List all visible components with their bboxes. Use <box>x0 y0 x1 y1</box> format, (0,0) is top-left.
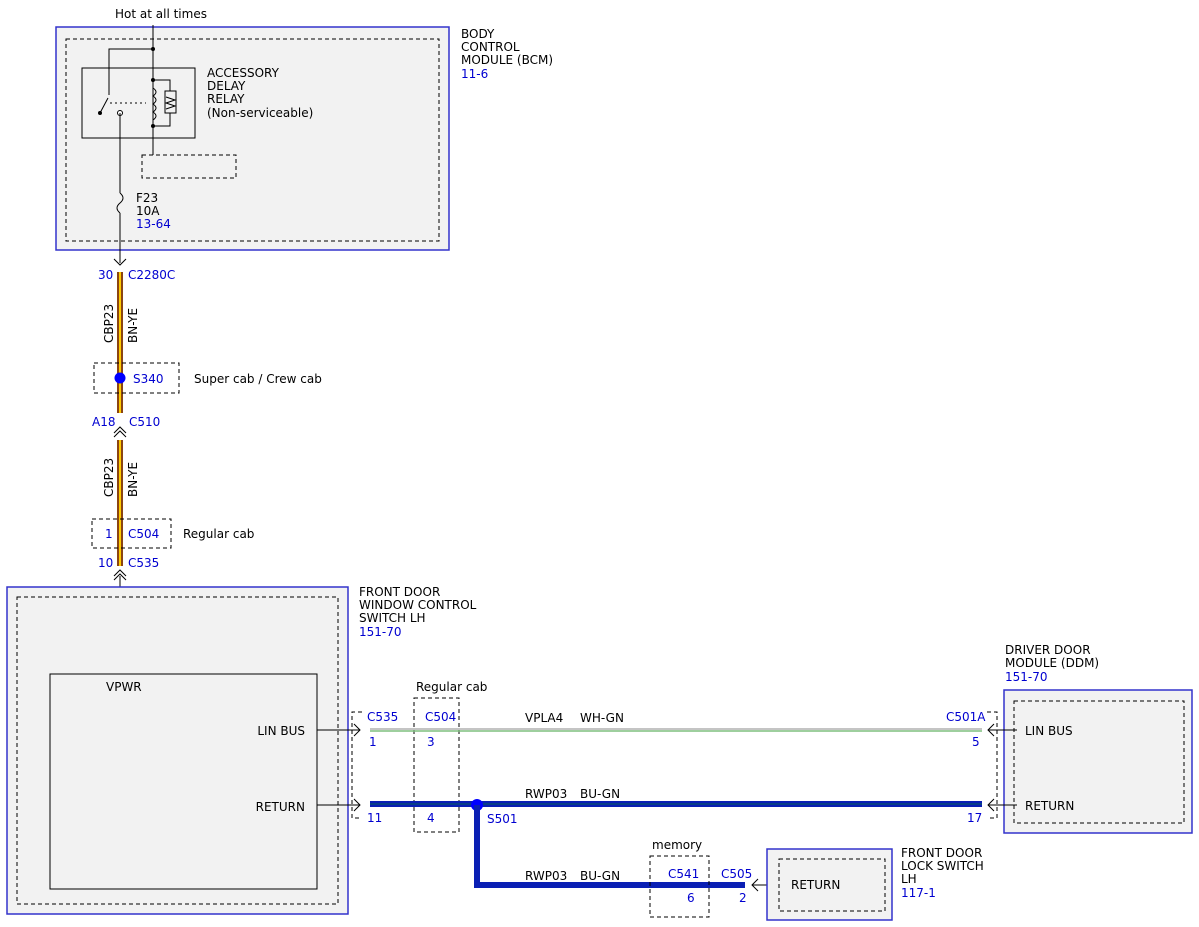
svg-text:SWITCH LH: SWITCH LH <box>359 611 426 625</box>
fuse-f23: F23 10A 13-64 <box>116 113 171 263</box>
svg-text:2: 2 <box>739 891 747 905</box>
svg-text:BN-YE: BN-YE <box>126 462 140 497</box>
svg-text:17: 17 <box>967 811 982 825</box>
svg-text:S340: S340 <box>133 372 164 386</box>
front-door-lock-switch-module: RETURN FRONT DOOR LOCK SWITCH LH 117-1 <box>766 846 984 921</box>
svg-text:CBP23: CBP23 <box>102 304 116 343</box>
svg-text:C535: C535 <box>367 710 398 724</box>
svg-text:C541: C541 <box>668 867 699 881</box>
wire-vpla4-lin-bus: VPLA4 WH-GN <box>370 711 982 732</box>
svg-text:VPWR: VPWR <box>106 680 142 694</box>
svg-text:VPLA4: VPLA4 <box>525 711 563 725</box>
svg-text:memory: memory <box>652 838 702 852</box>
svg-text:3: 3 <box>427 735 435 749</box>
svg-text:BU-GN: BU-GN <box>580 787 620 801</box>
hot-at-all-times-label: Hot at all times <box>115 7 207 21</box>
svg-text:(Non-serviceable): (Non-serviceable) <box>207 106 313 120</box>
svg-text:LIN BUS: LIN BUS <box>257 724 305 738</box>
svg-text:10: 10 <box>98 556 113 570</box>
svg-text:151-70: 151-70 <box>359 625 402 639</box>
svg-text:10A: 10A <box>136 204 160 218</box>
svg-text:151-70: 151-70 <box>1005 670 1048 684</box>
connector-c504-top: C504 <box>128 527 159 541</box>
svg-text:6: 6 <box>687 891 695 905</box>
svg-text:FRONT DOOR: FRONT DOOR <box>359 585 440 599</box>
svg-text:1: 1 <box>369 735 377 749</box>
splice-s340 <box>114 372 126 384</box>
connector-c535-top: C535 <box>128 556 159 570</box>
svg-text:RETURN: RETURN <box>256 800 305 814</box>
svg-text:RETURN: RETURN <box>791 878 840 892</box>
accessory-delay-relay: ACCESSORY DELAY RELAY (Non-serviceable) <box>81 48 313 139</box>
svg-text:Regular cab: Regular cab <box>416 680 487 694</box>
svg-text:S501: S501 <box>487 812 518 826</box>
wire-rwp03-return: RWP03 BU-GN <box>370 787 982 807</box>
svg-text:CONTROL: CONTROL <box>461 40 520 54</box>
svg-text:BODY: BODY <box>461 27 495 41</box>
front-door-window-switch-module: FRONT DOOR WINDOW CONTROL SWITCH LH 151-… <box>6 585 477 915</box>
s340-note: Super cab / Crew cab <box>194 372 322 386</box>
connector-c501a: C501A <box>946 710 986 724</box>
svg-text:11-6: 11-6 <box>461 67 488 81</box>
svg-text:BU-GN: BU-GN <box>580 869 620 883</box>
svg-text:RWP03: RWP03 <box>525 787 567 801</box>
svg-text:LOCK SWITCH: LOCK SWITCH <box>901 859 984 873</box>
svg-text:C505: C505 <box>721 867 752 881</box>
wire-cbp23-upper: CBP23 BN-YE <box>102 272 140 413</box>
svg-text:WH-GN: WH-GN <box>580 711 624 725</box>
svg-text:DELAY: DELAY <box>207 79 246 93</box>
svg-text:C504: C504 <box>425 710 456 724</box>
wire-cbp23-lower: CBP23 BN-YE <box>102 440 140 566</box>
svg-text:5: 5 <box>972 735 980 749</box>
svg-text:Regular cab: Regular cab <box>183 527 254 541</box>
connector-c2280c: C2280C <box>128 268 175 282</box>
svg-text:FRONT DOOR: FRONT DOOR <box>901 846 982 860</box>
svg-text:F23: F23 <box>136 191 158 205</box>
svg-text:4: 4 <box>427 811 435 825</box>
svg-text:11: 11 <box>367 811 382 825</box>
svg-text:RELAY: RELAY <box>207 92 245 106</box>
driver-door-module: DRIVER DOOR MODULE (DDM) 151-70 LIN BUS … <box>1003 643 1193 834</box>
svg-text:1: 1 <box>105 527 113 541</box>
svg-text:117-1: 117-1 <box>901 886 936 900</box>
svg-text:WINDOW CONTROL: WINDOW CONTROL <box>359 598 477 612</box>
svg-text:MODULE (DDM): MODULE (DDM) <box>1005 656 1099 670</box>
svg-text:ACCESSORY: ACCESSORY <box>207 66 280 80</box>
svg-text:LIN BUS: LIN BUS <box>1025 724 1073 738</box>
c2280c-pin: 30 <box>98 268 113 282</box>
wire-rwp03-branch: RWP03 BU-GN <box>474 805 745 888</box>
svg-text:LH: LH <box>901 872 917 886</box>
svg-text:BN-YE: BN-YE <box>126 308 140 343</box>
svg-text:CBP23: CBP23 <box>102 458 116 497</box>
svg-text:13-64: 13-64 <box>136 217 171 231</box>
svg-text:RWP03: RWP03 <box>525 869 567 883</box>
svg-text:RETURN: RETURN <box>1025 799 1074 813</box>
svg-text:MODULE (BCM): MODULE (BCM) <box>461 53 553 67</box>
svg-text:DRIVER DOOR: DRIVER DOOR <box>1005 643 1091 657</box>
connector-c510: C510 <box>129 415 160 429</box>
svg-text:A18: A18 <box>92 415 115 429</box>
